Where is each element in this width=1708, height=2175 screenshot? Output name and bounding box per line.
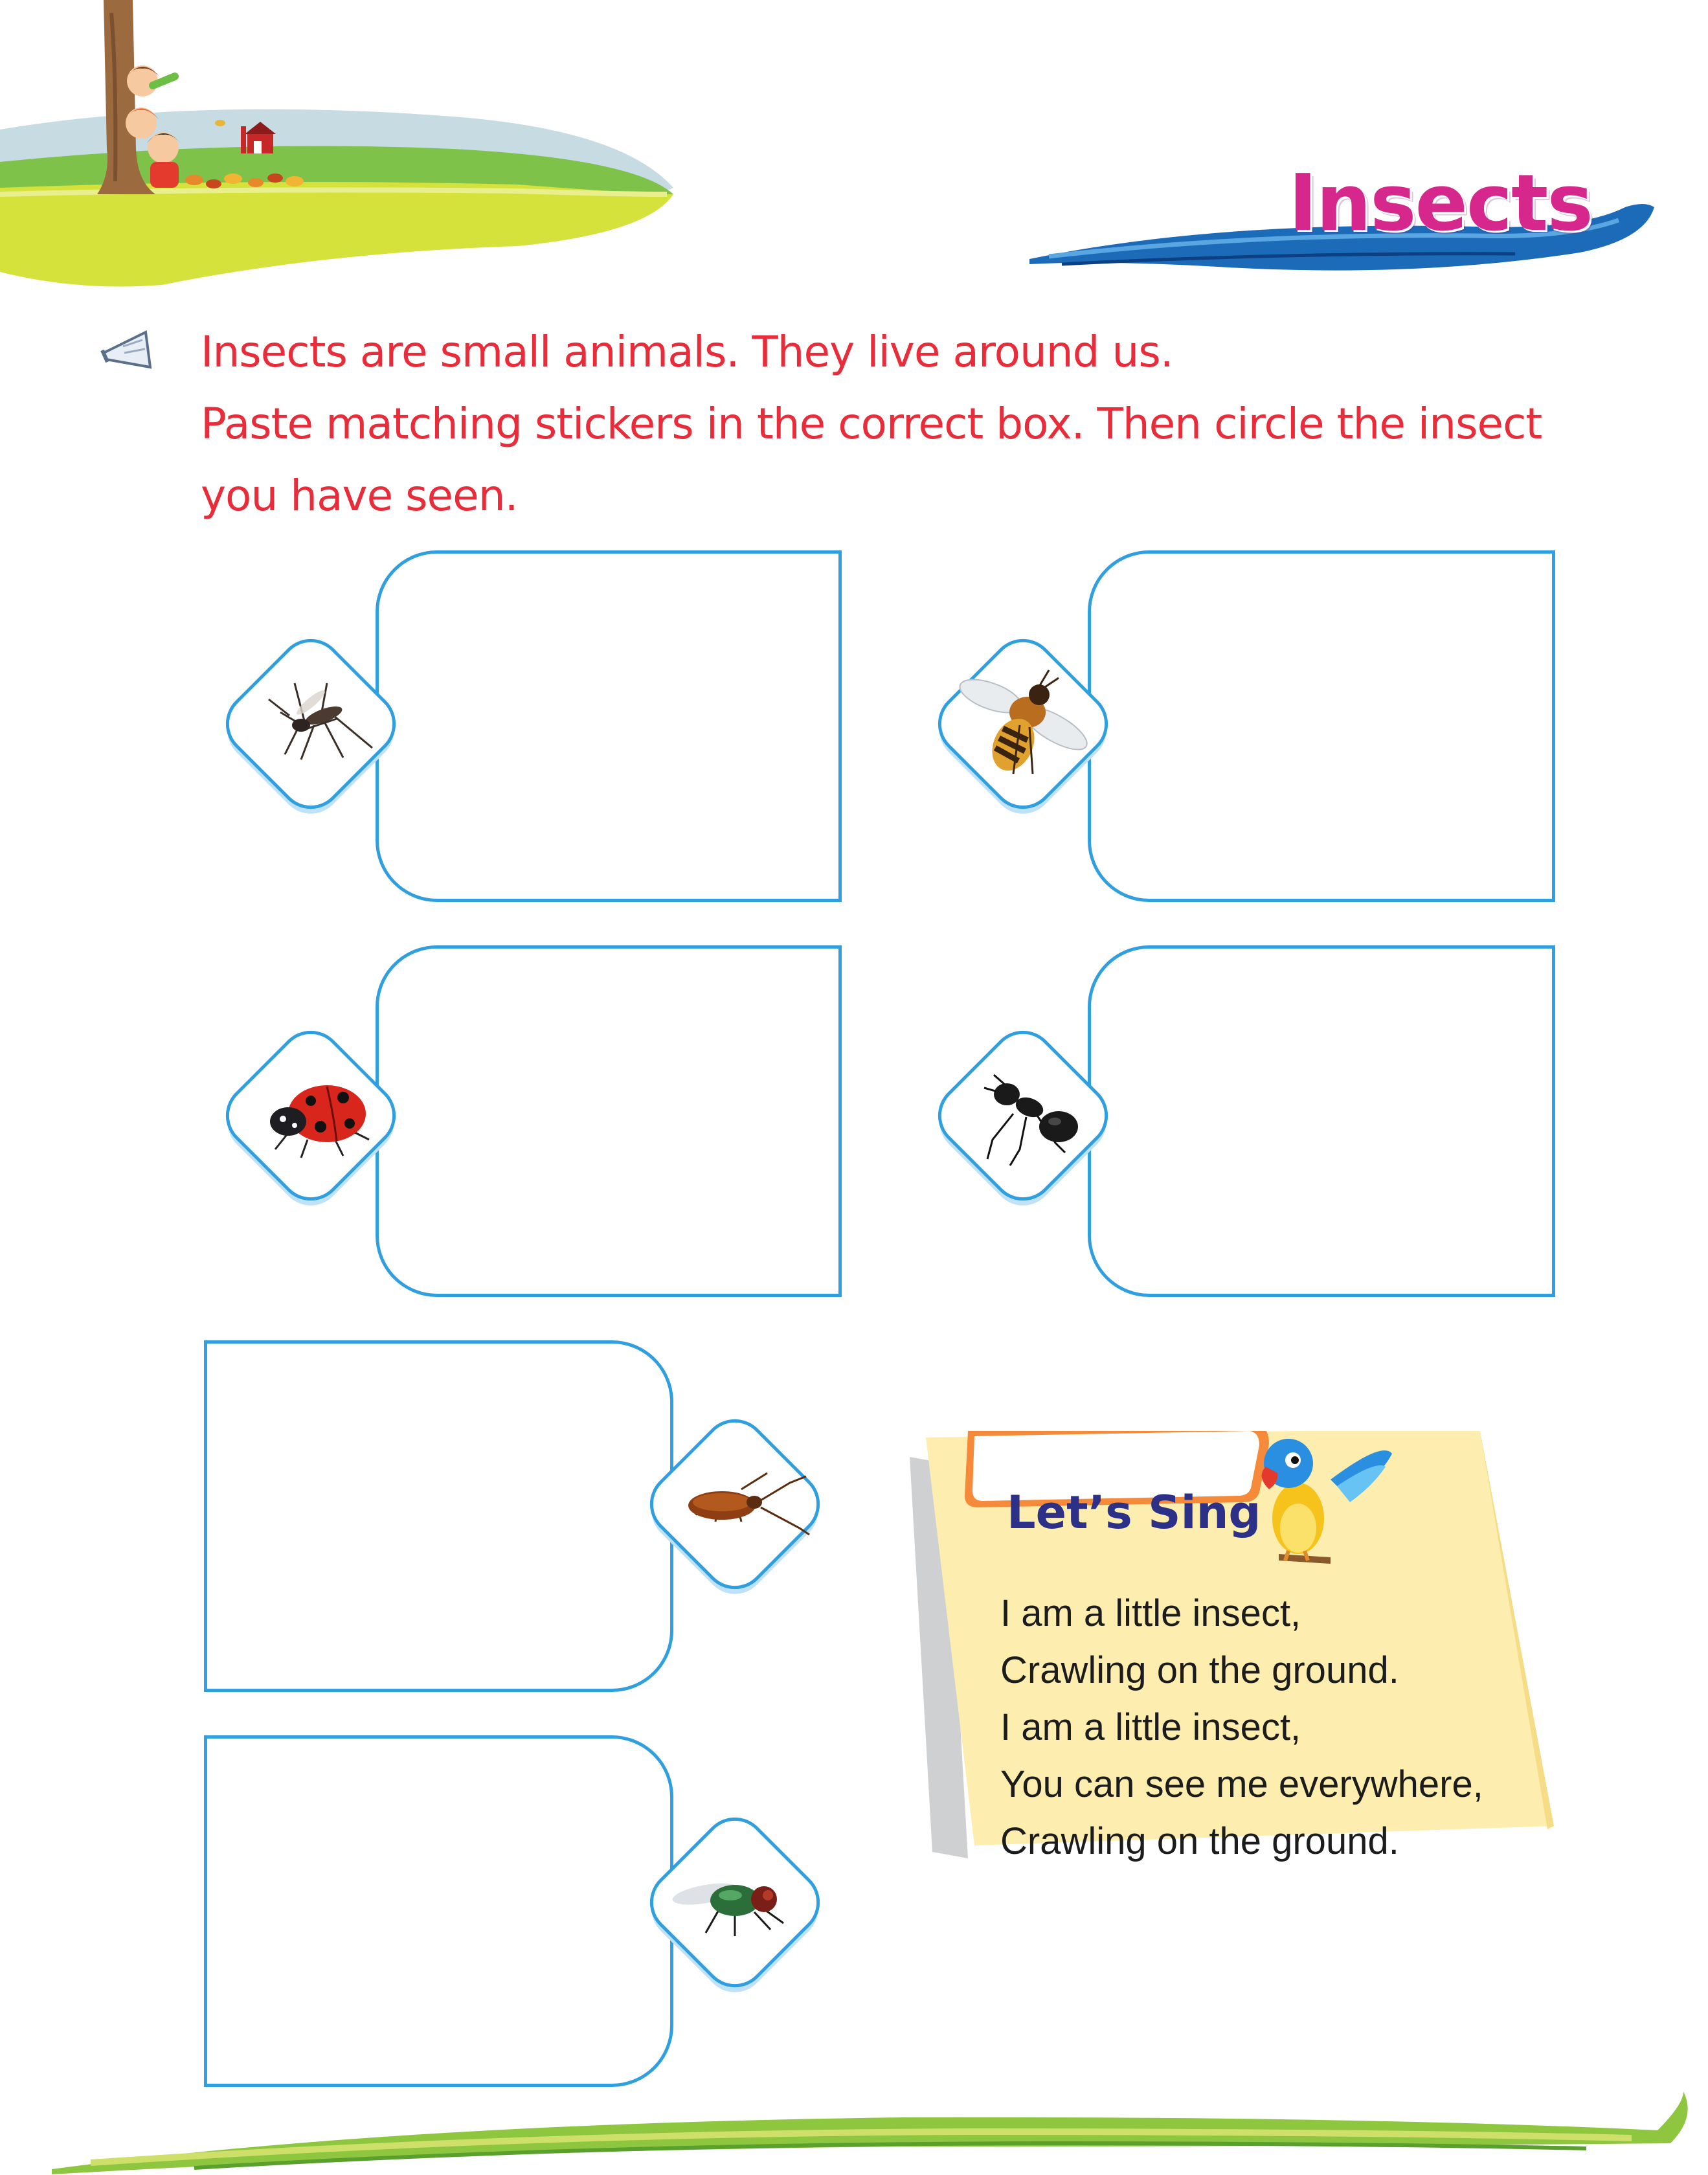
children-illustration bbox=[124, 65, 181, 188]
sticker-box-fly[interactable] bbox=[204, 1735, 673, 2087]
song-line-2: Crawling on the ground. bbox=[1000, 1649, 1399, 1691]
song-line-1: I am a little insect, bbox=[1000, 1592, 1301, 1634]
song-line-3: I am a little insect, bbox=[1000, 1706, 1301, 1748]
header-illustration bbox=[0, 0, 673, 287]
song-card bbox=[910, 1431, 1554, 1858]
song-line-4: You can see me everywhere, bbox=[1000, 1763, 1483, 1805]
sticker-box-bee[interactable] bbox=[1088, 550, 1555, 902]
parrot-icon bbox=[1261, 1439, 1392, 1564]
instruction-line-3: you have seen. bbox=[201, 471, 519, 521]
ant-icon[interactable] bbox=[916, 1010, 1130, 1234]
sticker-box-cockroach[interactable] bbox=[204, 1340, 673, 1692]
bottom-grass-stroke bbox=[52, 2091, 1688, 2174]
title-brush-stroke bbox=[1029, 204, 1654, 271]
sticker-box-ant[interactable] bbox=[1088, 945, 1555, 1297]
page-title: Insects bbox=[1288, 159, 1593, 249]
megaphone-icon bbox=[100, 330, 152, 369]
mosquito-icon[interactable] bbox=[204, 618, 418, 842]
barn-illustration bbox=[241, 122, 276, 153]
song-title: Let’s Sing bbox=[1007, 1486, 1261, 1539]
sticker-box-mosquito[interactable] bbox=[376, 550, 842, 902]
sticker-box-ladybird[interactable] bbox=[376, 945, 842, 1297]
instruction-line-2: Paste matching stickers in the correct b… bbox=[201, 399, 1542, 449]
ladybird-icon[interactable] bbox=[204, 1010, 418, 1234]
fly-icon[interactable] bbox=[628, 1797, 842, 2020]
song-line-5: Crawling on the ground. bbox=[1000, 1820, 1399, 1862]
bee-icon[interactable] bbox=[916, 618, 1130, 842]
instruction-line-1: Insects are small animals. They live aro… bbox=[201, 327, 1174, 377]
cockroach-icon[interactable] bbox=[628, 1399, 842, 1622]
